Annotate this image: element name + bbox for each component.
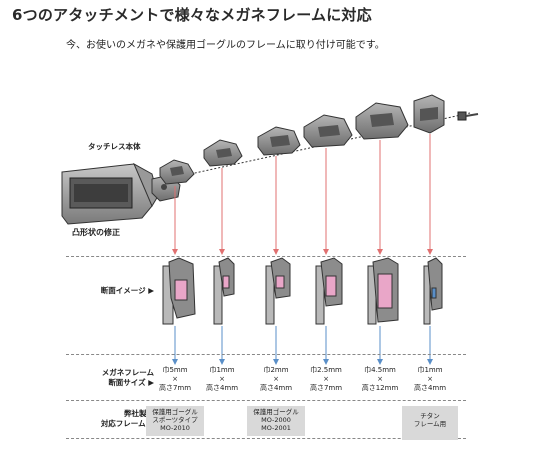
attachment-3 [257, 126, 301, 156]
frame-size-row-label: メガネフレーム断面サイズ ▶ [101, 368, 154, 387]
row-divider [66, 354, 466, 355]
screw-icon [457, 111, 479, 121]
attachment-1 [159, 159, 195, 185]
page-title: 6つのアタッチメントで様々なメガネフレームに対応 [12, 6, 372, 24]
cross-section-3 [265, 257, 291, 325]
touchless-body [61, 162, 159, 225]
size-label-2: 巾1mm×高さ4mm [205, 366, 239, 392]
cross-section-6 [423, 257, 443, 325]
attachment-2 [203, 139, 243, 167]
row-divider [66, 256, 466, 257]
convex-fix-label: 凸形状の修正 [72, 228, 120, 237]
cross-section-1 [162, 257, 196, 325]
attachment-6 [413, 94, 445, 134]
size-label-1: 巾5mm×高さ7mm [158, 366, 192, 392]
cross-section-2 [213, 257, 235, 325]
row-divider [66, 400, 466, 401]
compat-box-3: チタンフレーム用 [402, 406, 458, 440]
size-label-5: 巾4.5mm×高さ12mm [361, 366, 399, 392]
attachment-4 [303, 114, 353, 148]
size-label-6: 巾1mm×高さ4mm [413, 366, 447, 392]
cross-section-4 [315, 257, 343, 325]
page-subtitle: 今、お使いのメガネや保護用ゴーグルのフレームに取り付け可能です。 [66, 40, 385, 51]
cross-section-row-label: 断面イメージ ▶ [100, 286, 154, 295]
size-label-4: 巾2.5mm×高さ7mm [309, 366, 343, 392]
red-arrows [172, 134, 433, 255]
row-divider [66, 438, 466, 439]
blue-arrows [172, 326, 433, 365]
touchless-body-label: タッチレス本体 [88, 142, 141, 151]
cross-section-5 [367, 257, 399, 325]
attachment-5 [355, 102, 409, 140]
size-label-3: 巾2mm×高さ4mm [259, 366, 293, 392]
